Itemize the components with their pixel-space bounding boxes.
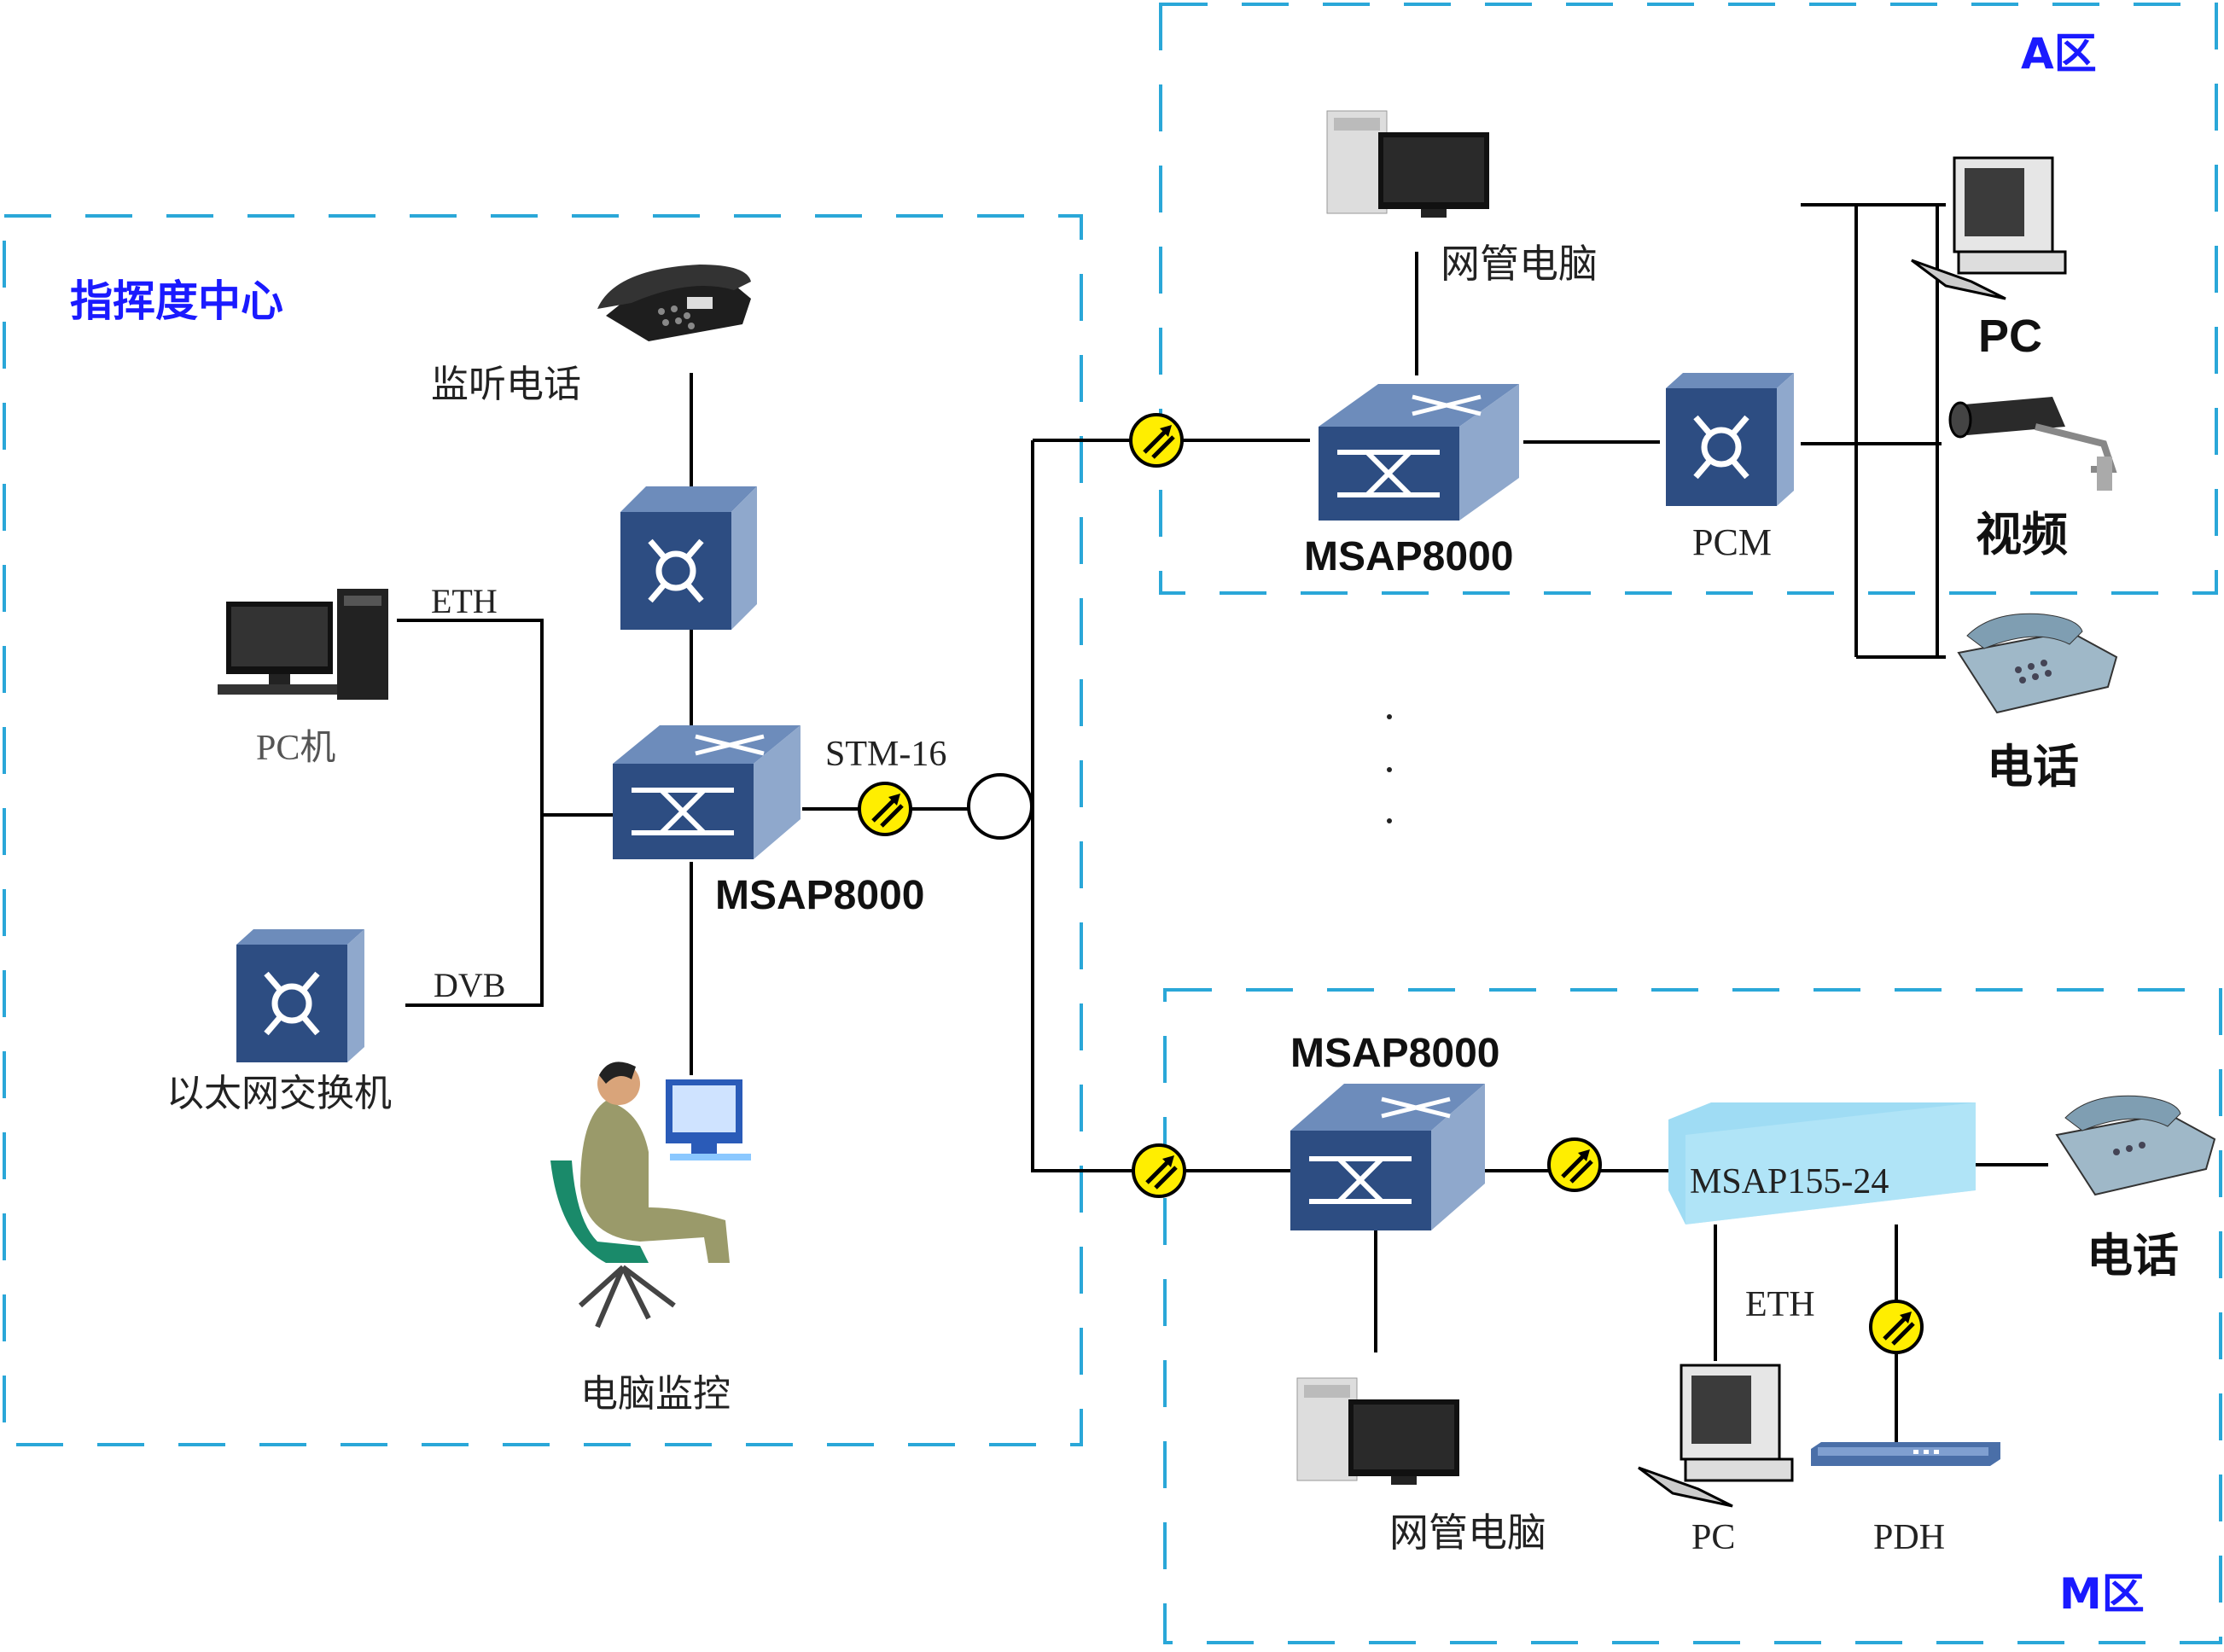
pcm-label: PCM xyxy=(1692,521,1772,563)
zone-a-msap-icon xyxy=(1319,384,1519,521)
zone-title-m: M区 xyxy=(2059,1569,2145,1619)
pcm-icon xyxy=(1666,373,1794,506)
pdh-label: PDH xyxy=(1873,1518,1945,1557)
stm16-label: STM-16 xyxy=(825,735,946,774)
zone-a-nms-pc-icon xyxy=(1326,110,1489,218)
ethernet-switch-label: 以太网交换机 xyxy=(166,1073,392,1114)
zone-m-pc-icon xyxy=(1638,1364,1794,1508)
zone-m-converter-icon xyxy=(1133,1145,1185,1196)
zone-title-a: A区 xyxy=(2021,29,2097,79)
zone-a-pc-icon xyxy=(1911,156,2067,300)
ellipsis-dots xyxy=(1387,714,1392,823)
zone-m-eth-label: ETH xyxy=(1745,1285,1815,1324)
command-center-zone xyxy=(3,214,1083,1446)
zone-m-pc-label: PC xyxy=(1691,1518,1735,1557)
zone-m-link-converter-icon xyxy=(1549,1139,1600,1190)
ethernet-switch-icon xyxy=(236,929,364,1062)
top-switch-icon xyxy=(620,486,757,630)
zone-a xyxy=(1159,3,2218,595)
desktop-pc-icon xyxy=(218,589,388,700)
msap155-icon xyxy=(1668,1102,1976,1224)
video-label: 视频 xyxy=(1976,509,2068,561)
zone-m xyxy=(1163,988,2222,1644)
zone-m-nms-pc-label: 网管电脑 xyxy=(1389,1511,1546,1555)
eth-label: ETH xyxy=(431,582,498,620)
zone-a-converter-icon xyxy=(1131,415,1182,466)
desk-phone-icon xyxy=(597,265,751,341)
zone-a-pc-label: PC xyxy=(1978,311,2042,362)
monitor-phone-label: 监听电话 xyxy=(431,364,581,405)
zone-m-msap-icon xyxy=(1290,1084,1485,1230)
computer-monitoring-label: 电脑监控 xyxy=(580,1373,731,1415)
video-camera-icon xyxy=(1948,397,2117,491)
dvb-label: DVB xyxy=(434,966,505,1004)
zone-a-nms-pc-label: 网管电脑 xyxy=(1441,242,1598,286)
zone-a-phone-icon xyxy=(1957,613,2118,714)
zone-a-msap-label: MSAP8000 xyxy=(1304,534,1513,579)
zone-m-msap-label: MSAP8000 xyxy=(1290,1031,1499,1076)
pdh-icon xyxy=(1811,1442,2000,1466)
zone-a-phone-label: 电话 xyxy=(1987,742,2079,793)
stm16-converter-icon xyxy=(859,783,911,835)
zone-m-phone-label: 电话 xyxy=(2087,1230,2179,1282)
central-msap-label: MSAP8000 xyxy=(715,873,924,918)
zone-title-command-center: 指挥度中心 xyxy=(70,276,283,326)
zone-m-nms-pc-icon xyxy=(1296,1377,1459,1485)
operator-at-computer-icon xyxy=(550,1062,751,1329)
central-msap-icon xyxy=(613,725,801,859)
pdh-converter-icon xyxy=(1871,1301,1922,1352)
ring-node xyxy=(967,773,1033,840)
msap155-label: MSAP155-24 xyxy=(1690,1162,1889,1201)
pc-label: PC机 xyxy=(256,729,335,768)
zone-m-phone-icon xyxy=(2055,1095,2216,1196)
links xyxy=(397,203,2048,1442)
